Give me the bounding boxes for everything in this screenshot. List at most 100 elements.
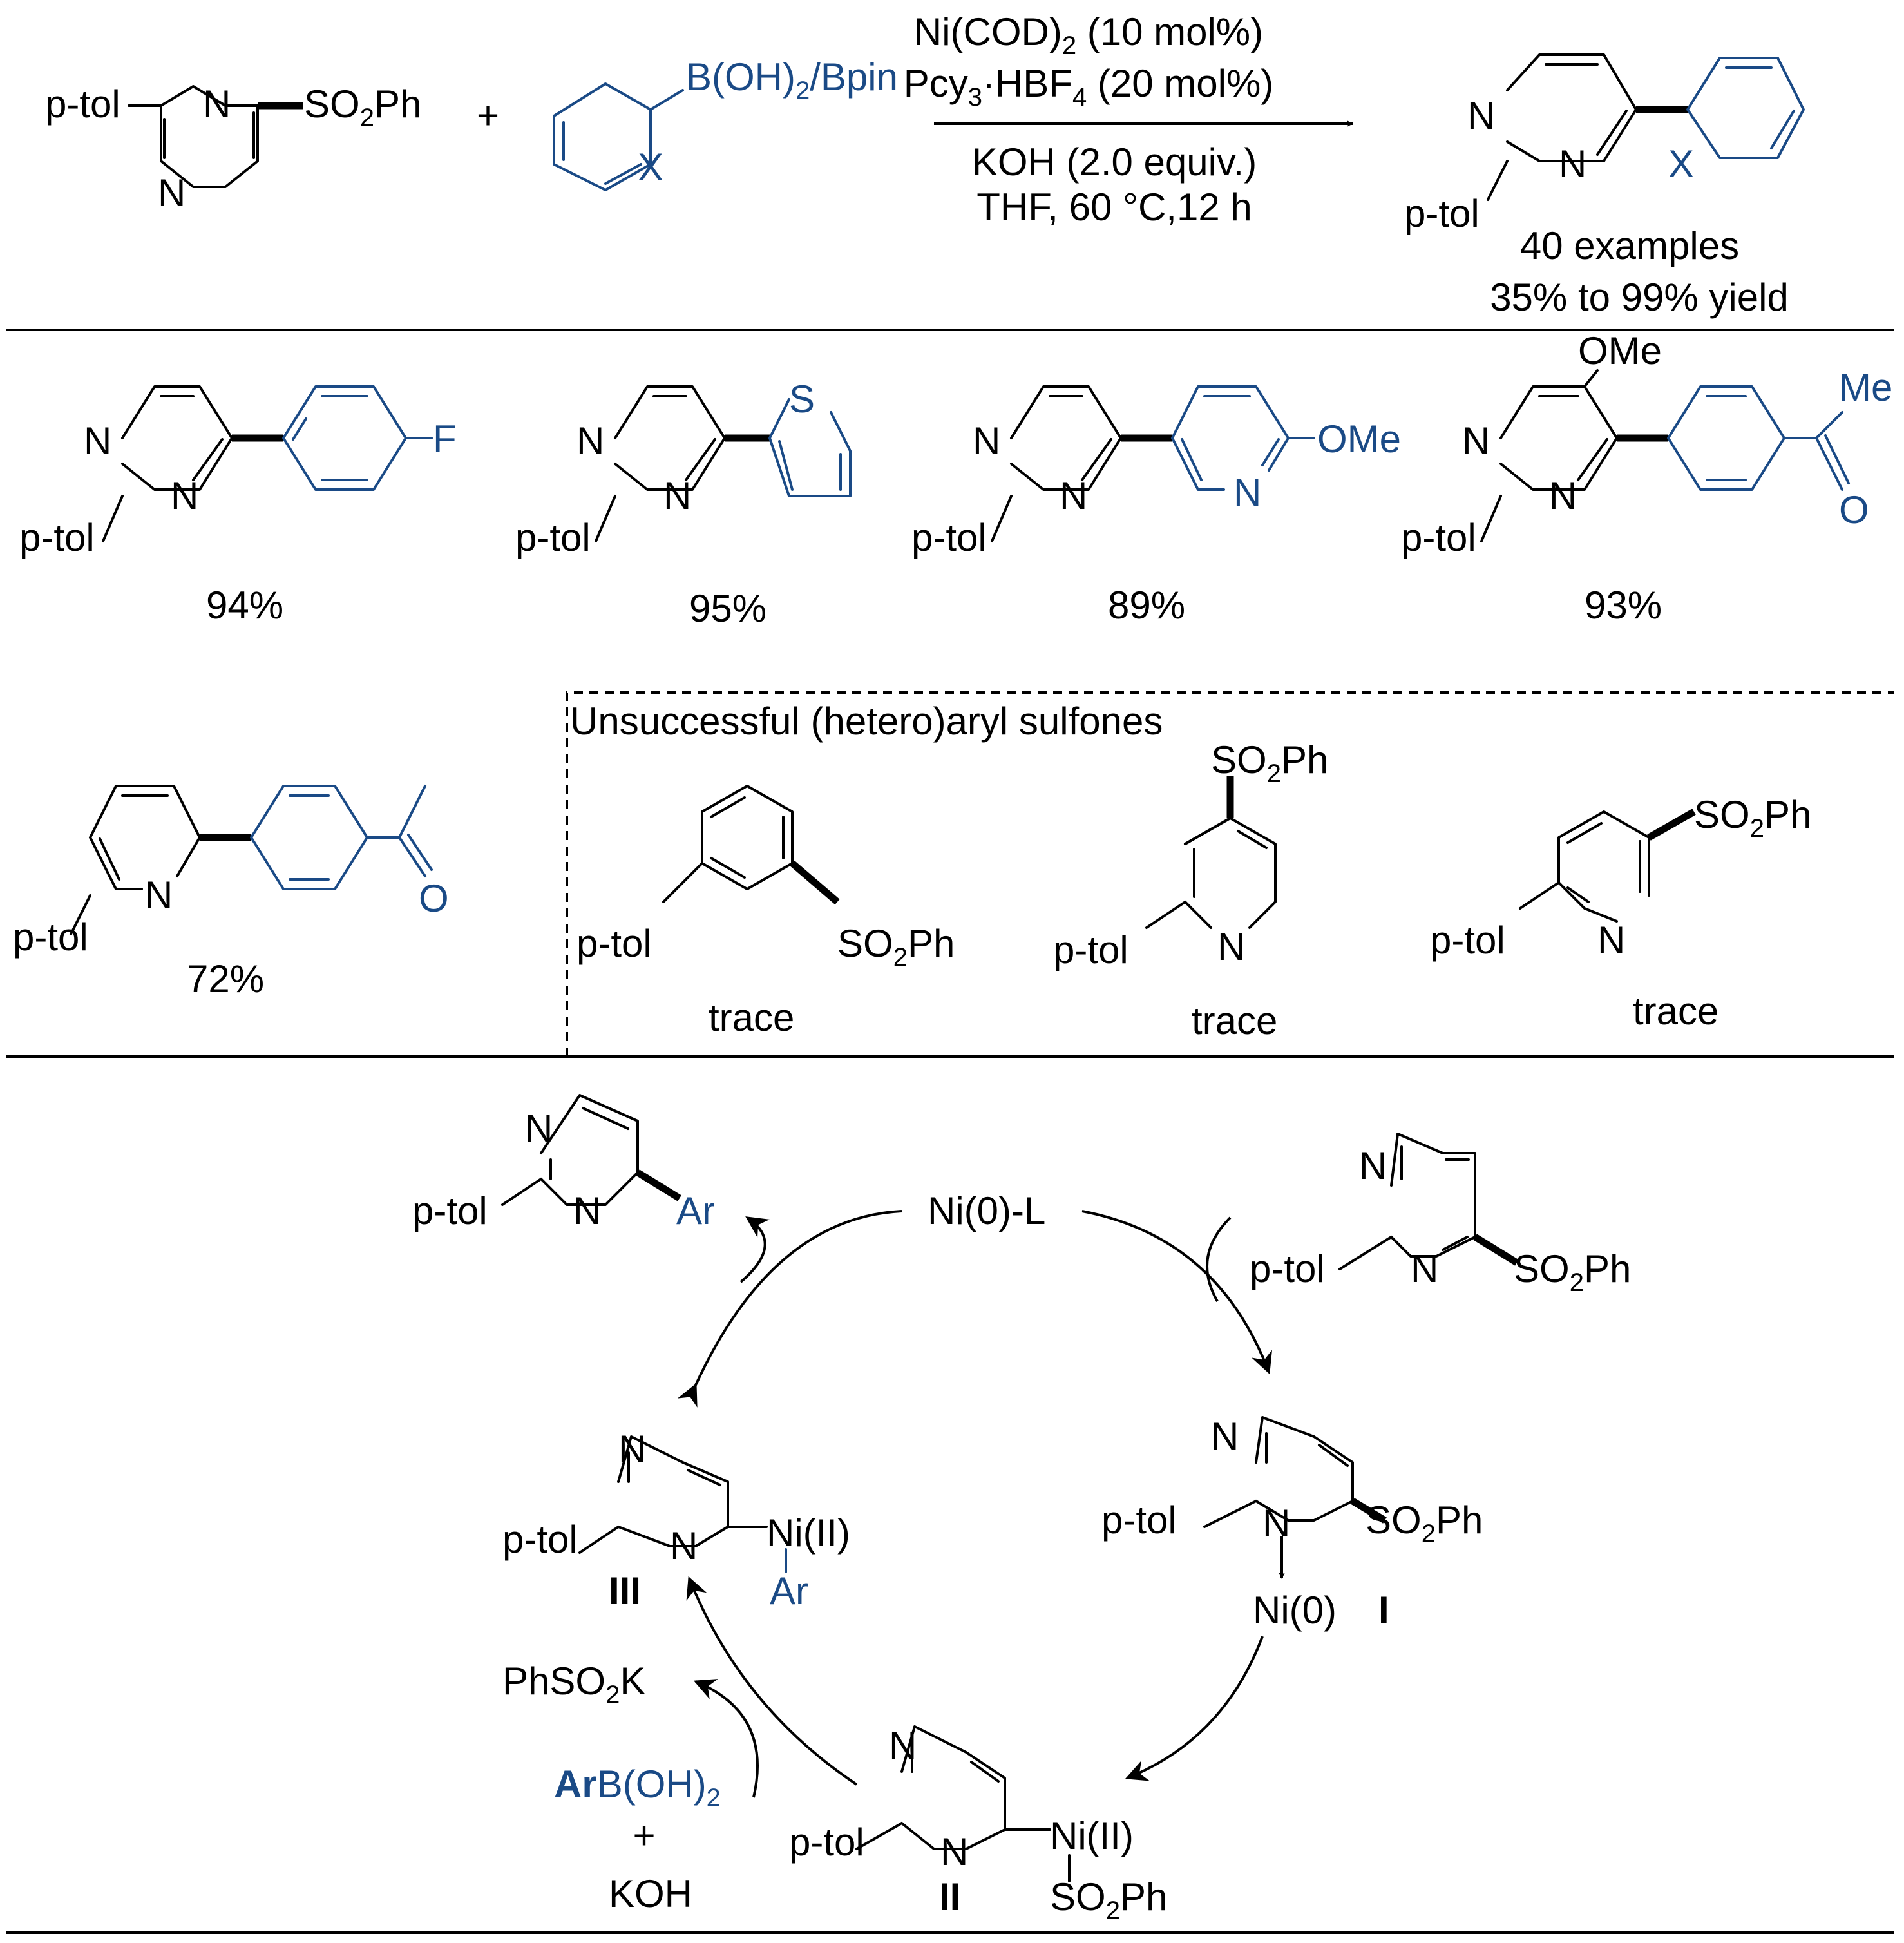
sulfonyl-label: SO2Ph <box>1366 1498 1483 1548</box>
result-label: trace <box>1192 999 1277 1042</box>
intermediate-label: II <box>939 1875 960 1919</box>
substituent-label: F <box>433 417 457 461</box>
ni-label: Ni(II) <box>1050 1814 1134 1857</box>
ni-label: Ni(II) <box>766 1511 850 1555</box>
ptol-label: p-tol <box>1404 192 1480 235</box>
ptol-label: p-tol <box>911 516 987 559</box>
n-label: N <box>158 171 186 215</box>
sulfonyl-label: SO2Ph <box>1211 738 1328 788</box>
yield-label: 89% <box>1108 584 1185 627</box>
yield-label: 94% <box>206 584 283 627</box>
product-structure: N N X p-tol 40 examples 35% to 99% yield <box>1404 53 1805 319</box>
intermediate-label: I <box>1378 1589 1389 1632</box>
sulfonyl-label: SO2Ph <box>1050 1875 1167 1925</box>
ptol-label: p-tol <box>45 82 120 126</box>
intermediate-I: N N SO2Ph p-tol Ni(0) I <box>1101 1415 1483 1632</box>
ni-label: Ni(0) <box>1253 1589 1337 1632</box>
n-label: N <box>1559 142 1586 186</box>
reagent-label: KOH <box>609 1872 692 1915</box>
yield-range: 35% to 99% yield <box>1490 276 1789 319</box>
n-label: N <box>573 1189 601 1232</box>
ptol-label: p-tol <box>19 516 95 559</box>
ptol-label: p-tol <box>789 1821 864 1864</box>
yield-label: 93% <box>1585 584 1662 627</box>
boron-reagent-structure: B(OH)2/Bpin X <box>553 55 898 191</box>
sulfonyl-label: SO2Ph <box>837 922 955 972</box>
yield-label: 95% <box>689 587 766 630</box>
intermediate-II: N N Ni(II) SO2Ph p-tol II <box>789 1724 1167 1925</box>
base-condition: KOH (2.0 equiv.) <box>972 140 1257 184</box>
n-label: N <box>145 874 173 917</box>
unsuccessful-4-pyridyl: SO2Ph N p-tol trace <box>1053 738 1328 1042</box>
ptol-label: p-tol <box>1401 516 1476 559</box>
ptol-label: p-tol <box>1430 919 1505 962</box>
n-label: N <box>889 1724 917 1767</box>
n-label: N <box>1411 1247 1438 1290</box>
n-label: N <box>670 1524 698 1567</box>
n-label: N <box>84 419 111 463</box>
sulfur-label: S <box>789 378 815 421</box>
cycle-arrow <box>686 1576 858 1786</box>
example-product-93: OMe Me O N N p-tol 93% <box>1401 329 1892 627</box>
n-label: N <box>940 1830 968 1873</box>
n-label: N <box>1467 94 1495 137</box>
cycle-arrow <box>739 1216 770 1283</box>
n-label: N <box>663 474 691 517</box>
catalyst-label: Ni(0)-L <box>928 1189 1045 1232</box>
yield-label: 72% <box>187 957 264 1000</box>
examples-count: 40 examples <box>1520 224 1739 267</box>
byproduct-label: PhSO2K <box>502 1660 645 1709</box>
result-label: trace <box>1633 990 1718 1033</box>
reaction-equation: p-tol N N SO2Ph + B(OH)2/Bpin X Ni(COD)2… <box>45 10 1805 319</box>
substrate-structure: p-tol N N SO2Ph <box>45 82 421 215</box>
reagent-label: ArB(OH)2 <box>554 1763 721 1812</box>
n-label: N <box>1359 1144 1387 1187</box>
n-label: N <box>203 82 231 126</box>
n-label: N <box>618 1428 646 1471</box>
sulfonyl-label: SO2Ph <box>304 82 421 132</box>
ptol-label: p-tol <box>412 1189 488 1232</box>
plus-sign: + <box>477 94 499 137</box>
n-label: N <box>1549 474 1577 517</box>
ar-label: Ar <box>676 1189 715 1232</box>
n-label: N <box>525 1107 553 1150</box>
ptol-label: p-tol <box>515 516 591 559</box>
n-label: N <box>1217 925 1245 968</box>
example-product-89: N N N OMe p-tol 89% <box>911 385 1401 627</box>
unsuccessful-benzene: p-tol SO2Ph trace <box>576 785 955 1039</box>
cycle-arrow <box>1206 1216 1232 1302</box>
example-product-94: N N F p-tol 94% <box>19 385 457 627</box>
ar-label: Ar <box>770 1569 808 1613</box>
n-label: N <box>1211 1415 1239 1458</box>
substituent-label: OMe <box>1317 417 1401 461</box>
cycle-arrow <box>1125 1636 1264 1781</box>
result-label: trace <box>709 996 794 1039</box>
ptol-label: p-tol <box>1101 1498 1177 1542</box>
ptol-label: p-tol <box>13 915 88 959</box>
ome-label: OMe <box>1578 329 1662 372</box>
unsuccessful-3-pyridyl: SO2Ph N p-tol trace <box>1430 793 1811 1033</box>
ligand-condition: Pcy3·HBF4 (20 mol%) <box>904 62 1274 111</box>
n-label: N <box>973 419 1000 463</box>
plus-sign: + <box>633 1814 655 1857</box>
me-label: Me <box>1839 366 1892 409</box>
ptol-label: p-tol <box>576 922 652 965</box>
cycle-arrow <box>693 1679 759 1798</box>
solvent-condition: THF, 60 °C,12 h <box>976 186 1252 229</box>
ptol-label: p-tol <box>1250 1247 1325 1290</box>
n-label: N <box>576 419 604 463</box>
catalytic-cycle: N N Ar p-tol Ni(0)-L N N SO2Ph p-tol <box>412 1094 1631 1925</box>
x-label: X <box>1668 142 1694 186</box>
example-product-72: O N p-tol 72% <box>13 785 449 1000</box>
cycle-arrow <box>677 1210 902 1408</box>
ptol-label: p-tol <box>502 1518 578 1561</box>
boron-label: B(OH)2/Bpin <box>686 55 898 105</box>
cycle-arrow <box>1081 1210 1272 1375</box>
intermediate-III: N N Ni(II) Ar p-tol III <box>502 1428 850 1613</box>
catalyst-condition: Ni(COD)2 (10 mol%) <box>914 10 1263 60</box>
n-label: N <box>171 474 198 517</box>
n-label: N <box>1233 471 1261 514</box>
sulfonyl-label: SO2Ph <box>1694 793 1811 843</box>
unsuccessful-title: Unsuccessful (hetero)aryl sulfones <box>570 700 1163 743</box>
